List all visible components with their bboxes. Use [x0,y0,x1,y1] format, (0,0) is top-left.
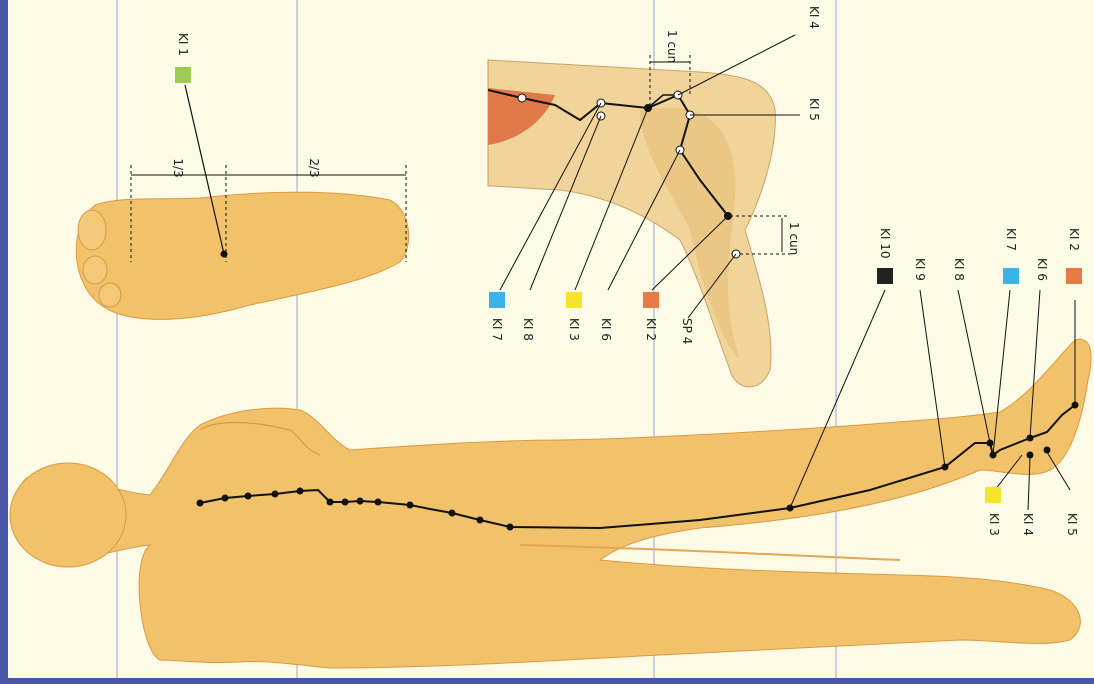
open-point [518,94,526,102]
meridian-point [245,493,252,500]
label-ki3-top: KI 3 [567,318,581,341]
label-ki8-top: KI 8 [521,318,535,341]
label-ki6-top: KI 6 [599,318,613,341]
swatch-ki2-top [643,292,659,308]
swatch-ki3-top [566,292,582,308]
label-ki10: KI 10 [878,228,892,259]
meridian-point [327,499,334,506]
meridian-point [1027,452,1034,459]
top-cun-label: 1 cun [665,30,679,63]
meridian-point [197,500,204,507]
meridian-point [375,499,382,506]
label-ki7-top: KI 7 [490,318,504,341]
label-ki2-top: KI 2 [644,318,658,341]
label-ki6: KI 6 [1035,258,1049,281]
label-ki8: KI 8 [952,258,966,281]
side-cun-label: 1 cun [787,222,801,255]
meridian-point [477,517,484,524]
toe [83,256,107,284]
meridian-point [297,488,304,495]
meridian-point [449,510,456,517]
label-sp4: SP 4 [680,318,694,344]
label-ki5-top: KI 5 [807,98,821,121]
toe [78,210,106,250]
swatch-ki1 [175,67,191,83]
label-ki3: KI 3 [987,513,1001,536]
label-ki1: KI 1 [176,33,190,56]
label-ki7: KI 7 [1004,228,1018,251]
head [10,463,126,567]
swatch-ki7-top [489,292,505,308]
label-ki4: KI 4 [1021,513,1035,536]
swatch-ki3 [985,487,1001,503]
meridian-point [222,495,229,502]
meridian-point [357,498,364,505]
label-ki5: KI 5 [1065,513,1079,536]
sole-left-fraction: 1/3 [171,158,185,177]
meridian-point [507,524,514,531]
meridian-point [272,491,279,498]
swatch-ki7 [1003,268,1019,284]
swatch-ki2 [1066,268,1082,284]
swatch-ki10 [877,268,893,284]
meridian-point [407,502,414,509]
label-ki4-top: KI 4 [807,6,821,29]
meridian-point [342,499,349,506]
toe [99,283,121,307]
sole-right-fraction: 2/3 [307,158,321,177]
label-ki9: KI 9 [913,258,927,281]
label-ki2: KI 2 [1067,228,1081,251]
